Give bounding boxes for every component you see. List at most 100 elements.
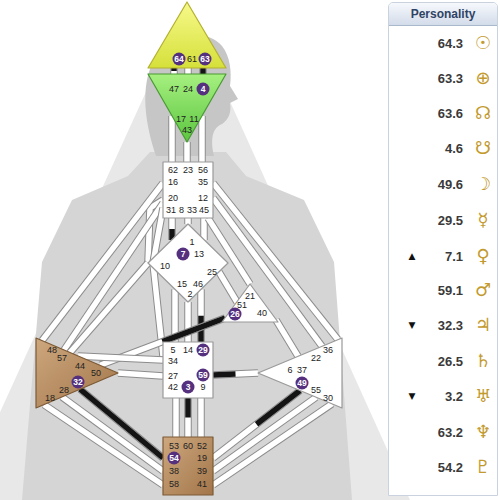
channel-connector (188, 68, 189, 74)
channel-connector (213, 404, 332, 485)
channel-body (78, 356, 163, 360)
channel-casing (168, 116, 176, 162)
channel-casing (213, 198, 322, 346)
g-center: 1713102515462 (148, 224, 228, 302)
channel-activation (198, 289, 204, 342)
fixing-arrow: ▲ (409, 252, 416, 261)
center-shape (148, 74, 226, 142)
gate-number: 12 (198, 194, 208, 203)
gate-number: 41 (197, 480, 207, 489)
planet-symbol: ♅ (475, 387, 491, 405)
gate-number: 14 (183, 346, 193, 355)
gate-number: 32 (72, 376, 85, 389)
gate-number: 17 (176, 115, 186, 124)
channel-body (169, 116, 175, 162)
gate-number: 18 (45, 394, 55, 403)
activation-value: 64.3 (438, 37, 463, 50)
channel-connector (202, 116, 203, 162)
channel-casing (199, 68, 207, 74)
channel-connector (213, 397, 316, 471)
fixing-arrow: ▼ (409, 321, 416, 330)
center-shape (163, 162, 213, 218)
activation-value: 54.2 (438, 461, 463, 474)
activation-value: 7.1 (445, 250, 463, 263)
gate-number: 19 (197, 454, 207, 463)
gate-number: 46 (193, 280, 203, 289)
channel-casing (78, 356, 163, 360)
channel-activation (185, 398, 191, 437)
planet-symbol: ☊ (475, 104, 491, 122)
gate-number: 38 (169, 467, 179, 476)
gate-number: 49 (296, 377, 309, 390)
gate-number: 29 (197, 344, 210, 357)
gate-number: 6 (287, 366, 292, 375)
gate-number: 28 (59, 386, 69, 395)
activation-value: 63.3 (438, 72, 463, 85)
gate-number: 62 (168, 166, 178, 175)
center-shape (163, 342, 213, 398)
channel-connector (213, 391, 300, 459)
channel-connector (118, 373, 163, 376)
channel-casing (153, 208, 163, 356)
head-center: 646163 (148, 2, 226, 68)
channel-connector (203, 68, 204, 74)
channel-casing (198, 116, 206, 162)
channel-body (44, 405, 163, 485)
gate-number: 57 (57, 354, 67, 363)
gate-number: 15 (177, 280, 187, 289)
activation-value: 32.3 (438, 319, 463, 332)
planet-symbol: ♀ (476, 247, 489, 265)
gate-number: 50 (91, 369, 101, 378)
channel-body (62, 397, 163, 471)
body-shape (22, 152, 352, 500)
gate-number: 37 (297, 366, 307, 375)
gate-number: 2 (187, 290, 192, 299)
gate-number: 40 (257, 309, 267, 318)
channel-casing (184, 218, 192, 224)
channel-casing (62, 397, 163, 471)
channel-body (70, 263, 148, 353)
channel-casing (184, 68, 192, 74)
gate-number: 53 (169, 442, 179, 451)
gate-number: 16 (168, 178, 178, 187)
planet-symbol: ♆ (475, 423, 491, 441)
planet-symbol: ♄ (475, 352, 491, 370)
gate-number: 31 (166, 206, 176, 215)
channel-casing (213, 397, 316, 471)
channel-connector (204, 218, 205, 240)
channel-body (185, 68, 191, 74)
channel-connector (44, 405, 163, 485)
gate-number: 56 (198, 166, 208, 175)
planet-symbol: ☿ (477, 211, 488, 229)
gate-number: 27 (168, 372, 178, 381)
gate-number: 8 (179, 206, 184, 215)
channel-casing (70, 263, 148, 353)
gate-number: 3 (182, 381, 195, 394)
gate-number: 39 (197, 467, 207, 476)
channel-casing (64, 203, 163, 350)
channel-casing (213, 391, 300, 459)
activation-value: 49.6 (438, 178, 463, 191)
sacral-center: 514293427594239 (163, 342, 213, 398)
channel-activation (213, 391, 300, 459)
channel-connector (172, 116, 173, 162)
channel-body (213, 373, 258, 375)
channel-casing (183, 142, 191, 162)
gate-number: 22 (311, 354, 321, 363)
panel-heading: Personality (389, 3, 497, 26)
channel-connector (276, 320, 298, 356)
channel-body (185, 398, 191, 437)
channel-connector (153, 208, 163, 356)
center-shape (163, 437, 213, 495)
planet-symbol: ♇ (475, 458, 491, 476)
activation-value: 59.1 (438, 284, 463, 297)
channel-activation (213, 373, 258, 375)
gate-number: 61 (187, 55, 197, 64)
gate-number: 30 (323, 394, 333, 403)
channel-connector (176, 398, 177, 437)
spleen-center: 48574450322818 (36, 338, 118, 408)
gate-number: 43 (182, 126, 192, 135)
channel-casing (276, 320, 298, 356)
channel-body (173, 398, 179, 437)
channel-casing (118, 373, 163, 376)
